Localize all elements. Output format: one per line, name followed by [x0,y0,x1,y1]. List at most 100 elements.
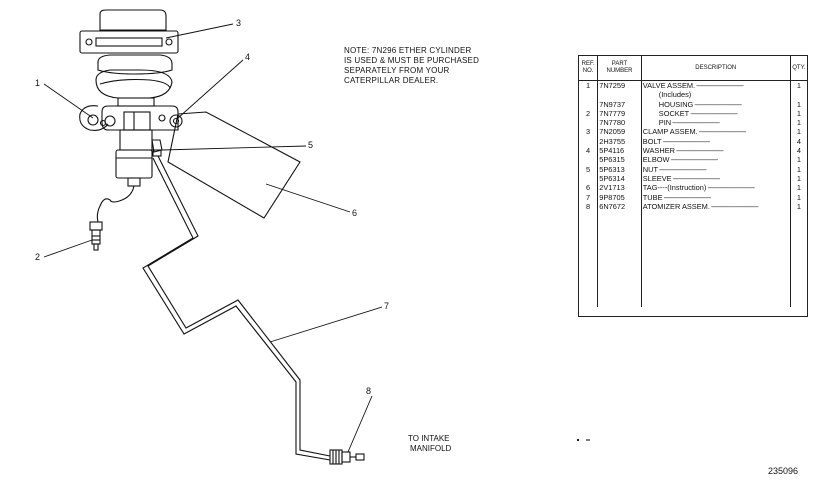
part-number-cell: 2V1713 [597,183,642,193]
leader-dashes: -------------------------------- [709,201,759,211]
valve-lever [79,105,109,131]
table-filler-row [579,211,807,308]
qty-cell: 1 [796,108,801,118]
leader-dashes: -------------------------------- [706,183,755,193]
instruction-tag [167,111,301,219]
qty-cell: 1 [796,127,801,137]
qty-cell [790,90,807,99]
cylinder-bowl [95,69,173,99]
part-number-cell: 5P6315 [597,155,642,165]
callout-6: 6 [352,208,358,218]
valve-neck [117,97,155,107]
part-number-cell: 5P6313 [597,164,642,174]
note-line: CATERPILLAR DEALER. [344,76,439,85]
header-qty: QTY. [790,56,807,81]
tube-inner [142,157,331,461]
leader-dashes: -------------------------------- [662,192,712,202]
description-cell: NUT -------------------------------- [641,164,791,174]
description-cell: CLAMP ASSEM. ---------------------------… [641,127,791,137]
ref-no-cell: 1 [579,80,599,91]
leader-dashes: -------------------------------- [669,155,719,165]
ref-no-cell: 3 [579,127,599,137]
part-number-cell: 6N7672 [597,201,642,212]
part-number-cell [597,90,642,100]
ref-no-cell [579,136,599,147]
part-number-cell: 7N2059 [597,127,642,137]
leader-dashes: -------------------------------- [661,136,711,146]
drawing-number: 235096 [768,466,799,476]
qty-cell: 1 [796,192,801,202]
description-cell: PIN -------------------------------- [641,118,791,128]
description-text: SOCKET [658,108,690,118]
leader-dashes: -------------------------------- [658,164,707,174]
ether-cylinder-note: NOTE: 7N296 ETHER CYLINDER IS USED & MUS… [344,46,514,86]
description-text: TAG----(Instruction) [642,183,707,193]
bolt-left [104,115,116,127]
filler-cell [597,211,642,308]
clamp-plate [79,30,179,54]
description-text: ATOMIZER ASSEM. [642,201,710,211]
header-ref-no: REF. NO. [579,56,599,81]
ref-no-cell: 7 [579,192,599,202]
description-text: NUT [642,164,658,174]
qty-cell: 1 [796,183,801,193]
ref-no-cell: 2 [579,108,599,119]
header-description: DESCRIPTION [641,56,791,81]
description-cell: WASHER -------------------------------- [641,146,791,156]
wire [96,185,135,223]
ref-no-cell [579,173,599,184]
description-cell: ELBOW -------------------------------- [641,155,791,165]
description-text: SLEEVE [642,173,672,183]
description-text: TUBE [642,192,663,202]
valve-housing [119,129,153,151]
description-cell: HOUSING -------------------------------- [641,99,791,109]
ref-no-cell: 4 [579,146,599,156]
filler-cell [641,211,791,308]
ref-no-cell [579,90,599,100]
qty-cell: 4 [796,146,801,156]
leader-dashes: -------------------------------- [689,108,738,118]
qty-cell: 1 [796,173,801,183]
callout-1: 1 [35,78,41,88]
bolt-right [169,114,183,128]
part-number-cell: 7N7779 [597,108,642,119]
description-cell: BOLT -------------------------------- [641,136,791,147]
qty-cell: 1 [796,201,801,211]
ref-no-cell [579,118,599,128]
description-text: (Includes) [658,90,692,100]
note-line: NOTE: 7N296 ETHER CYLINDER [344,46,472,55]
ref-no-cell [579,99,599,109]
callout-8: 8 [366,386,372,396]
part-number-cell: 7N7259 [597,80,642,91]
qty-cell: 1 [796,118,801,128]
ref-no-cell [579,155,599,165]
description-text: VALVE ASSEM. [642,81,696,90]
qty-cell: 1 [796,164,801,174]
part-number-cell: 2H3755 [597,136,642,147]
part-number-cell: 5P6314 [597,173,642,184]
leader-dashes: -------------------------------- [697,127,747,137]
description-text: CLAMP ASSEM. [642,127,698,137]
filler-cell [790,211,807,307]
parts-table-header: REF. NO. PART NUMBER DESCRIPTION QTY. [579,56,807,81]
callout-3: 3 [236,18,242,28]
qty-cell: 1 [796,155,801,165]
atomizer [329,449,365,465]
table-row: (Includes) [579,90,807,100]
leader-dashes: -------------------------------- [671,173,721,183]
description-text: PIN [658,118,672,128]
description-cell: VALVE ASSEM. ---------------------------… [641,80,791,91]
